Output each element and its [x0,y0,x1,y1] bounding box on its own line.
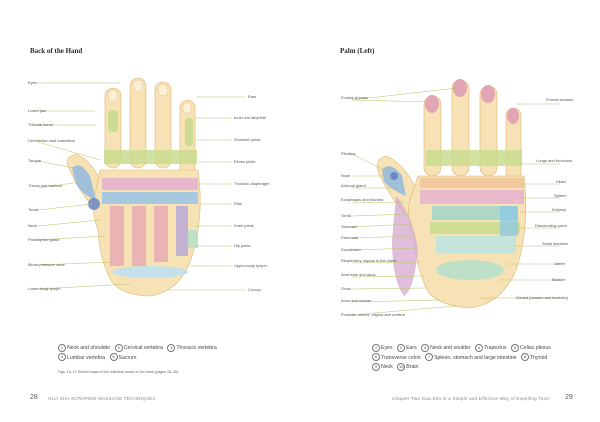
label-pancreas: Pancreas [341,235,358,240]
label-kidneys: Kidneys [552,207,566,212]
left-running-head: GUA SHA SCRAPING MASSAGE TECHNIQUES [48,396,156,401]
label-ribs: Ribs [234,201,242,206]
label-groin: Groin [341,286,351,291]
label-prostate: Prostate, uterus, vagina and urethra [341,312,406,317]
label-gonad: Gonad (ovaries and testicles) [516,295,569,300]
label-shoulder-joints: Shoulder joints [234,137,260,142]
label-parathyroid: Parathyroid gland [28,237,59,242]
right-running-head: Chapter Two Gua Sha Is a Simple and Effe… [392,396,550,401]
back-of-hand-illustration [37,77,246,297]
label-stomach: Stomach [341,224,357,229]
label-diaphragm: Thoracic diaphragm [234,181,270,186]
label-blood-pressure: Blood pressure zone [28,262,65,267]
label-frontal-sinuses-left: Frontal sinuses [341,95,368,100]
label-descending-colon: Descending colon [535,223,567,228]
label-ears: Ears [248,94,256,99]
label-small-intestine: Small intestine [542,241,569,246]
left-page-title: Back of the Hand [30,47,83,55]
label-frontal-sinuses-right: Frontal sinuses [546,97,573,102]
label-inner-ear: Inner ear labyrinth [234,115,266,120]
label-nose: Nose [341,173,351,178]
palm-labels-left: Frontal sinuses Pituitary Nose Adrenal g… [341,95,406,317]
label-anus-rectum: Anus and rectum [341,298,372,303]
right-page-number: 29 [565,394,573,401]
label-esophagus: Esophagus and trachea [341,197,384,202]
label-elbow-joints: Elbow joints [234,159,255,164]
label-hip-joints: Hip joints [234,243,250,248]
right-page-title: Palm (Left) [340,47,375,55]
label-knee-joints: Knee joints [234,223,254,228]
label-spleen: Spleen [554,193,566,198]
left-page-number: 28 [30,394,38,401]
label-trifacial-nerve: Trifacial nerve [28,122,54,127]
label-anal-tube: Anal tube and anus [341,272,375,277]
label-cerebellum: Cerebellum and brainstem [28,138,76,143]
label-tonsil: Tonsil [28,207,38,212]
label-respiratory-organs: Respiratory organs in the chest [341,258,397,263]
label-lungs: Lungs and bronchus [536,158,572,163]
palm-labels-right: Frontal sinuses Lungs and bronchus Heart… [516,97,573,300]
label-eyes: Eyes [28,80,37,85]
label-upper-body-lymph: Upper-body lymph [234,263,267,268]
label-lower-jaw: Lower jaw [28,108,46,113]
label-duodenum: Duodenum [341,247,361,252]
label-adrenal-gland: Adrenal gland [341,183,366,188]
label-bladder: Bladder [552,277,566,282]
back-of-hand-labels-right: Ears Inner ear labyrinth Shoulder joints… [234,94,270,292]
label-heart: Heart [556,179,567,184]
label-neck: Neck [28,223,37,228]
figure-caption: Figs. 15–17 Sketch maps of the reflectio… [58,370,180,374]
label-lower-body-lymph: Lower body lymph [28,286,60,291]
palm-illustration [351,79,560,316]
label-coccyx: Coccyx [248,287,261,292]
label-pituitary: Pituitary [341,151,355,156]
back-of-hand-labels-left: Eyes Lower jaw Trifacial nerve Cerebellu… [28,80,76,291]
label-ureter: Ureter [554,261,566,266]
label-tonsil-palm: Tonsil [341,213,351,218]
label-tongue: Tongue [28,158,42,163]
label-throat: Throat and trachea [28,183,63,188]
